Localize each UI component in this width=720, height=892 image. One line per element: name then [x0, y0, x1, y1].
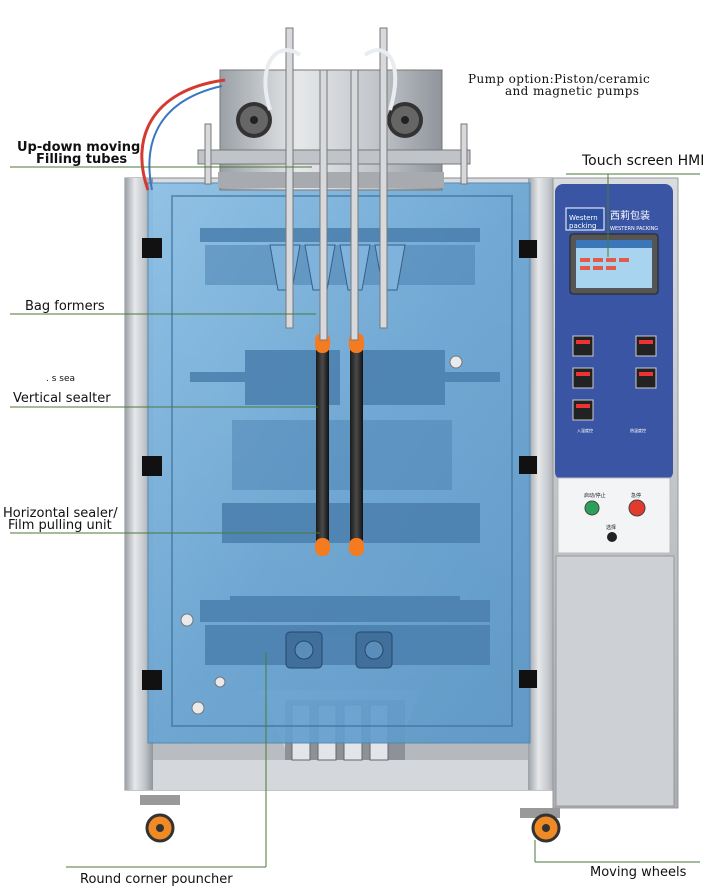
brand-logo-box: [565, 207, 605, 231]
temp-label-left: 入温度控: [577, 428, 593, 433]
caster-wheel-icon: [140, 795, 561, 843]
pump-housing-bottom: [218, 172, 444, 188]
filling-tubes-line1: Up-down moving: [17, 140, 141, 155]
emergency-stop-button: [628, 499, 646, 517]
door-hinges: [142, 238, 537, 690]
brand-logo-line1: Western: [569, 214, 598, 222]
vertical-sealer-handle-right: [350, 340, 363, 545]
label-pointer-line: [10, 166, 700, 868]
filling-tube-bar: [197, 149, 471, 165]
temp-label-right: 热温度控: [630, 428, 646, 433]
hmi-title-bar: [576, 240, 652, 248]
moving-wheels-label: Moving wheels: [590, 865, 687, 880]
sealer-motors: [285, 631, 393, 669]
vertical-sealer-handle-left: [316, 340, 329, 545]
touch-screen-label: Touch screen HMI: [582, 153, 705, 169]
horizontal-sealer-line2: Film pulling unit: [8, 518, 112, 533]
horizontal-sealer-line1: Horizontal sealer/: [3, 506, 118, 521]
door-knobs: [180, 355, 463, 715]
switch-label: 选择: [606, 525, 617, 531]
bag-formers-label: Bag formers: [25, 299, 105, 314]
round-corner-label: Round corner pouncher: [80, 872, 233, 887]
red-cable: [140, 78, 226, 191]
brand-name-en: WESTERN PACKING: [610, 226, 659, 232]
pump-option-line1: Pump option:Piston/ceramic: [468, 72, 651, 86]
control-panel-white: [557, 477, 671, 554]
filling-tubes: [204, 27, 468, 341]
selector-switch: [607, 532, 617, 542]
pump-option-line2: and magnetic pumps: [505, 84, 640, 98]
controller-digits: [576, 340, 653, 408]
door-inner-frame: [171, 195, 513, 727]
hmi-buttons: [580, 258, 629, 270]
brand-name-cn: 西莉包装: [610, 211, 650, 222]
brand-logo-line2: packing: [569, 222, 597, 230]
partial-label: . s sea: [46, 374, 76, 384]
stop-label: 急停: [631, 493, 642, 499]
blue-cable: [148, 85, 223, 191]
start-button: [584, 500, 600, 516]
cooling-fan-icon: [236, 102, 423, 138]
vertical-sealer-label: Vertical sealter: [13, 391, 111, 406]
cabinet-lower-door: [555, 555, 675, 807]
filling-tubes-line2: Filling tubes: [36, 152, 128, 167]
start-label: 启动/停止: [584, 493, 606, 499]
supply-hoses: [263, 48, 398, 111]
